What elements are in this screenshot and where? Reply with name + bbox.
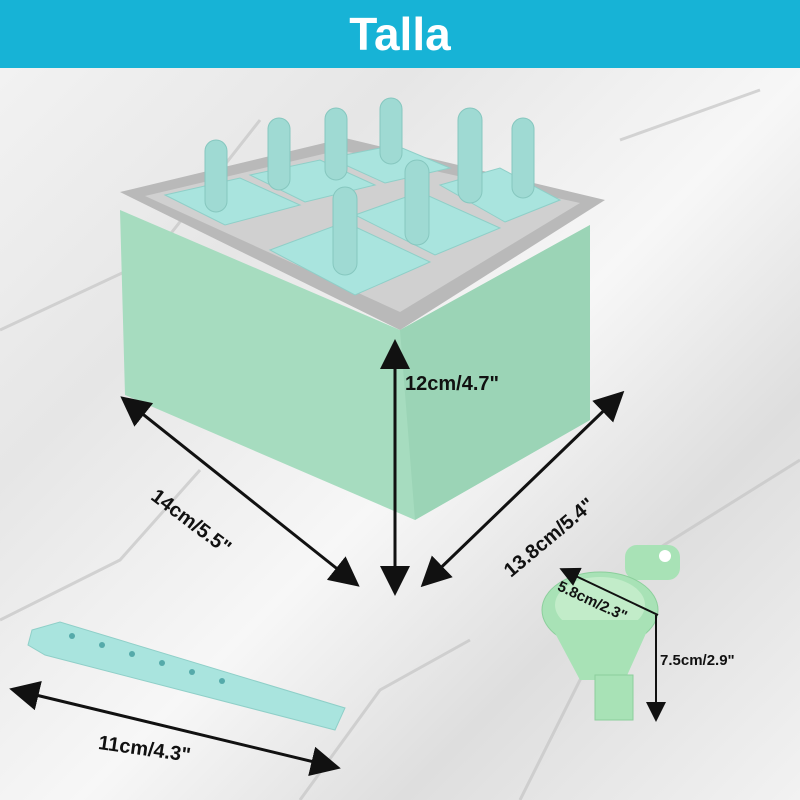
dimension-arrows (9, 339, 666, 776)
mold-height-label: 12cm/4.7" (405, 373, 499, 395)
title-banner: Talla (0, 0, 800, 68)
title: Talla (349, 8, 451, 60)
popsicle-mold (120, 97, 605, 520)
funnel (541, 545, 680, 721)
popsicle-stick (27, 621, 346, 731)
funnel-height-label: 7.5cm/2.9" (660, 652, 735, 669)
